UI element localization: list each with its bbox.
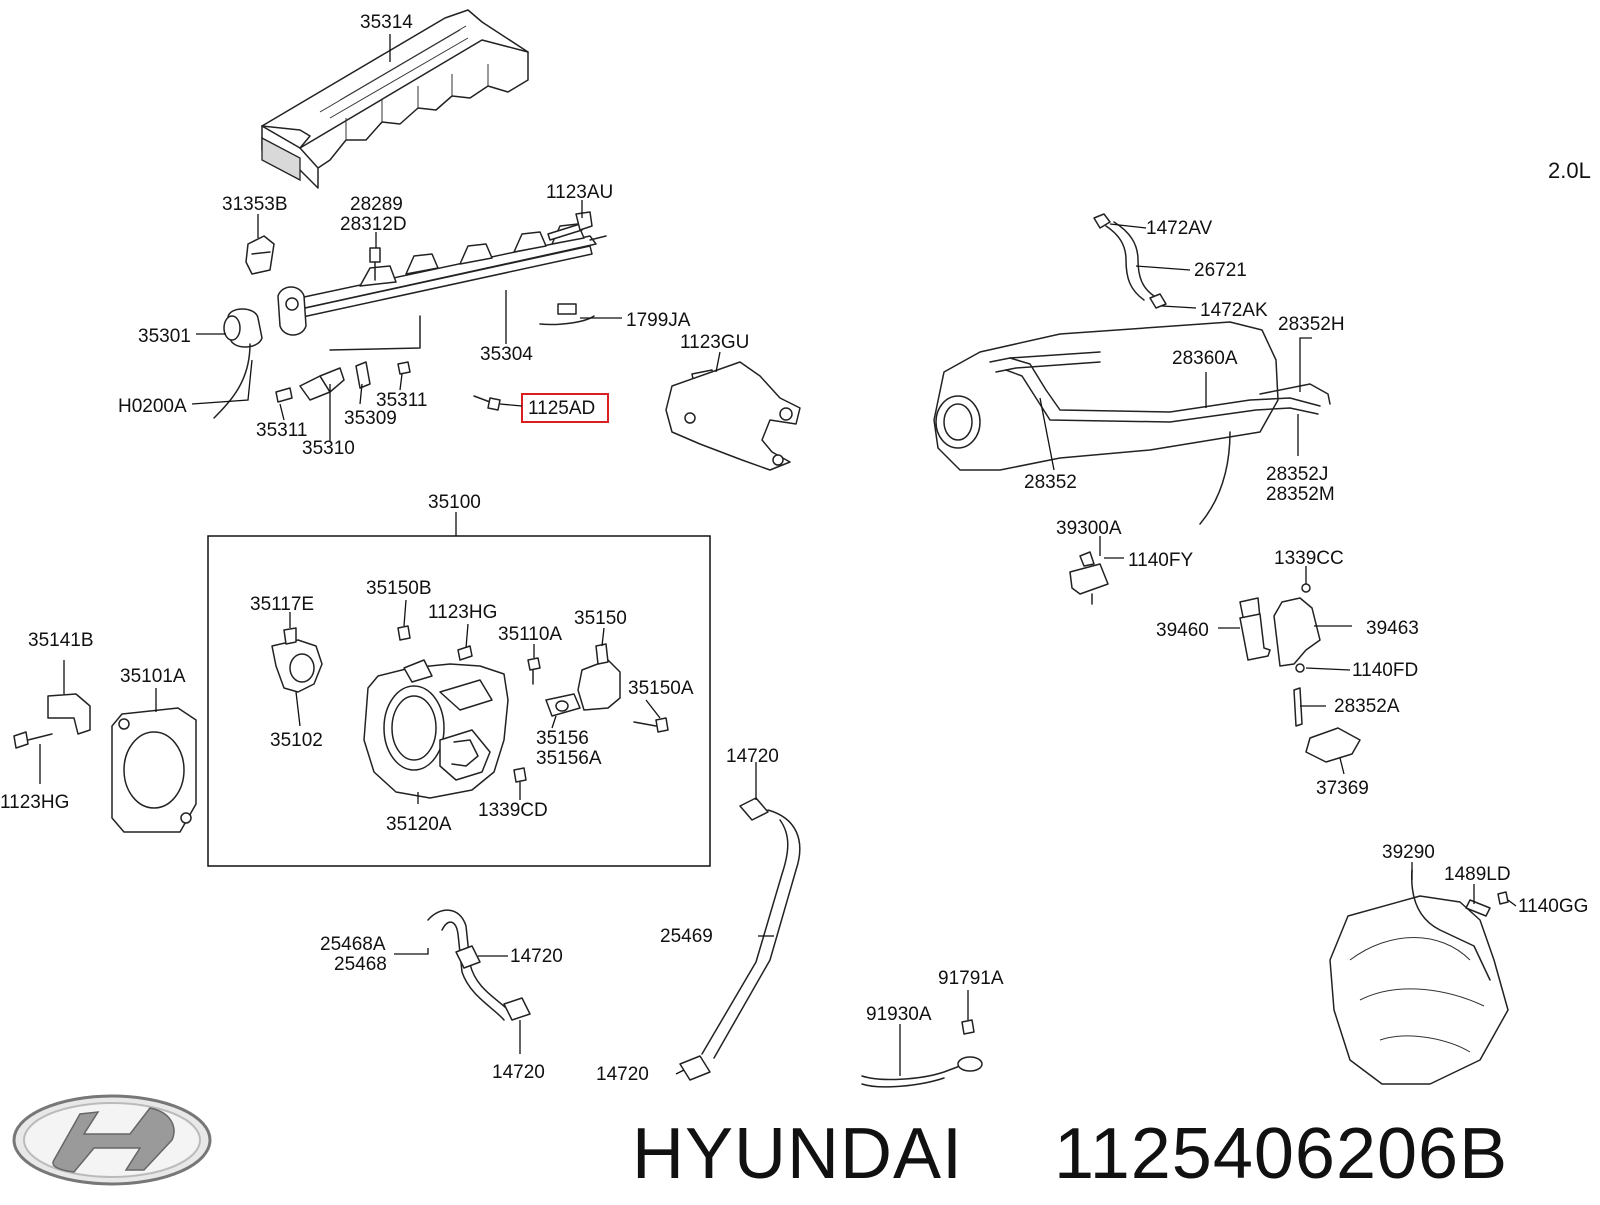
sensor-35102-drawing <box>271 627 323 693</box>
pin-28352A-drawing <box>1293 687 1303 727</box>
label-1339CC: 1339CC <box>1274 548 1344 569</box>
engine-cover-drawing <box>261 9 529 189</box>
label-14720-bottom: 14720 <box>596 1064 649 1085</box>
bolts-in-box-drawing <box>397 625 669 783</box>
label-35311-left: 35311 <box>256 420 307 441</box>
label-31353B: 31353B <box>222 194 288 215</box>
label-35100: 35100 <box>428 492 481 513</box>
label-35141B: 35141B <box>28 630 94 651</box>
label-35311-right: 35311 <box>376 390 427 411</box>
engine-label: 2.0L <box>1548 158 1591 183</box>
valve-39300A-drawing <box>1069 551 1109 605</box>
label-35102: 35102 <box>270 730 323 751</box>
label-35150A: 35150A <box>628 678 694 699</box>
label-39290: 39290 <box>1382 842 1435 863</box>
hose-25468-drawing <box>427 909 531 1021</box>
label-25469: 25469 <box>660 926 713 947</box>
label-37369: 37369 <box>1316 778 1369 799</box>
clip-1799JA-drawing <box>539 303 595 326</box>
highlight-box <box>521 393 609 423</box>
label-28352H: 28352H <box>1278 314 1345 335</box>
bolt-1123HG-left-drawing <box>13 731 53 749</box>
label-14720-top: 14720 <box>726 746 779 767</box>
label-25468A: 25468A <box>320 934 386 955</box>
label-35314: 35314 <box>360 12 413 33</box>
block-37369-drawing <box>1305 727 1361 763</box>
label-35110A: 35110A <box>498 624 562 645</box>
label-1123GU: 1123GU <box>680 332 749 353</box>
bracket-35141B-drawing <box>47 693 91 735</box>
label-25468: 25468 <box>334 954 387 975</box>
label-35156A: 35156A <box>536 748 602 769</box>
label-28352: 28352 <box>1024 472 1077 493</box>
label-35150B: 35150B <box>366 578 432 599</box>
label-28352M: 28352M <box>1266 484 1335 505</box>
clip-31353B-drawing <box>245 235 275 275</box>
label-14720-low: 14720 <box>492 1062 545 1083</box>
label-26721: 26721 <box>1194 260 1247 281</box>
cable-91930A-drawing <box>861 1019 983 1088</box>
label-H0200A: H0200A <box>118 396 187 417</box>
label-28352A: 28352A <box>1334 696 1400 717</box>
part-number: 1125406206B <box>1054 1114 1508 1194</box>
label-39300A: 39300A <box>1056 518 1122 539</box>
label-1339CD: 1339CD <box>478 800 548 821</box>
bolt-1123AU-drawing <box>547 211 593 241</box>
fuel-rail-drawing <box>277 223 607 351</box>
label-35150: 35150 <box>574 608 627 629</box>
bracket-39463-drawing <box>1239 583 1321 673</box>
label-35101A: 35101A <box>120 666 186 687</box>
label-28352J: 28352J <box>1266 464 1328 485</box>
label-39463: 39463 <box>1366 618 1419 639</box>
label-1140GG: 1140GG <box>1518 896 1588 917</box>
label-35156: 35156 <box>536 728 589 749</box>
harness-39290-drawing <box>1329 869 1509 1085</box>
hyundai-logo <box>12 1094 212 1186</box>
label-35310: 35310 <box>302 438 355 459</box>
hose-25469-drawing <box>679 797 801 1081</box>
idle-valve-35150-drawing <box>545 643 621 717</box>
label-1123HG-left: 1123HG <box>0 792 69 813</box>
label-14720-mid: 14720 <box>510 946 563 967</box>
leader-lines <box>39 34 1517 1076</box>
label-1125AD: 1125AD <box>528 398 595 419</box>
label-35309: 35309 <box>344 408 397 429</box>
label-1472AK: 1472AK <box>1200 300 1268 321</box>
label-28289: 28289 <box>350 194 403 215</box>
bolt-1125AD-drawing <box>473 395 501 411</box>
gasket-35101A-drawing <box>111 707 197 833</box>
throttle-body-drawing <box>363 659 509 799</box>
label-1799JA: 1799JA <box>626 310 691 331</box>
manifold-drawing <box>933 321 1331 525</box>
brand-name: HYUNDAI <box>632 1114 963 1194</box>
bracket-1123GU-drawing <box>665 361 801 471</box>
label-35120A: 35120A <box>386 814 452 835</box>
label-1123HG-box: 1123HG <box>428 602 497 623</box>
callout-labels: 35314 31353B 28289 28312D 1123AU 35301 1… <box>0 12 1588 1085</box>
label-1472AV: 1472AV <box>1146 218 1213 239</box>
label-39460: 39460 <box>1156 620 1209 641</box>
bolt-28289-drawing <box>369 247 381 281</box>
label-28312D: 28312D <box>340 214 407 235</box>
damper-35301-drawing <box>213 308 263 419</box>
label-1489LD: 1489LD <box>1444 864 1511 885</box>
label-91930A: 91930A <box>866 1004 932 1025</box>
assembly-35100-box <box>207 535 711 867</box>
label-1123AU: 1123AU <box>546 182 613 203</box>
label-35301: 35301 <box>138 326 191 347</box>
hose-26721-drawing <box>1093 213 1167 309</box>
label-91791A: 91791A <box>938 968 1004 989</box>
label-35117E: 35117E <box>250 594 314 615</box>
label-28360A: 28360A <box>1172 348 1238 369</box>
label-1140FD: 1140FD <box>1352 660 1418 681</box>
injector-drawing <box>275 361 411 403</box>
label-1140FY: 1140FY <box>1128 550 1193 571</box>
label-35304: 35304 <box>480 344 533 365</box>
